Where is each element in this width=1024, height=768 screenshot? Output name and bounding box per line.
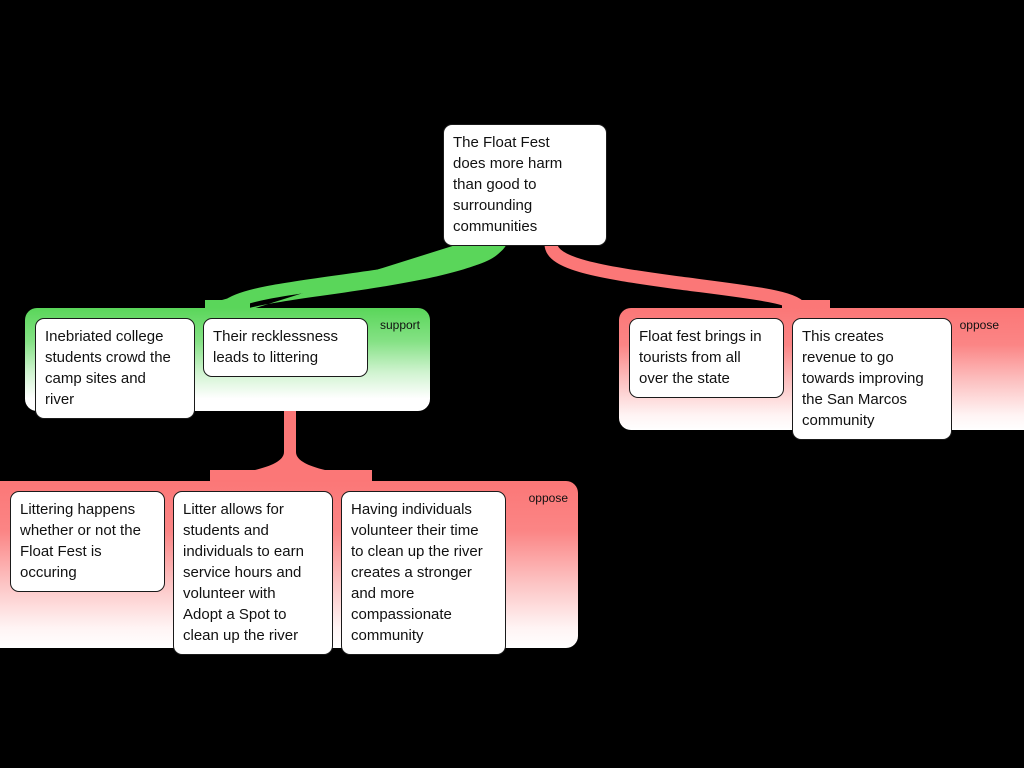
card-recklessness-littering[interactable]: Their recklessness leads to littering xyxy=(203,318,368,377)
card-inebriated-students[interactable]: Inebriated college students crowd the ca… xyxy=(35,318,195,419)
card-service-hours[interactable]: Litter allows for students and individua… xyxy=(173,491,333,655)
support-group[interactable]: support Inebriated college students crow… xyxy=(25,308,430,419)
oppose-group-bottom-cards: Littering happens whether or not the Flo… xyxy=(10,491,506,655)
oppose-group-bottom[interactable]: oppose Littering happens whether or not … xyxy=(0,481,578,655)
card-stronger-community[interactable]: Having individuals volunteer their time … xyxy=(341,491,506,655)
oppose-group-right-cards: Float fest brings in tourists from all o… xyxy=(629,318,952,440)
oppose-group-bottom-label: oppose xyxy=(528,491,568,505)
oppose-group-right[interactable]: oppose Float fest brings in tourists fro… xyxy=(619,308,1024,440)
support-group-cards: Inebriated college students crowd the ca… xyxy=(35,318,368,419)
oppose-group-right-label: oppose xyxy=(959,318,999,332)
card-littering-happens-anyway[interactable]: Littering happens whether or not the Flo… xyxy=(10,491,165,592)
card-brings-tourists[interactable]: Float fest brings in tourists from all o… xyxy=(629,318,784,398)
root-claim-card[interactable]: The Float Fest does more harm than good … xyxy=(443,124,607,246)
support-group-label: support xyxy=(379,318,420,332)
card-creates-revenue[interactable]: This creates revenue to go towards impro… xyxy=(792,318,952,440)
